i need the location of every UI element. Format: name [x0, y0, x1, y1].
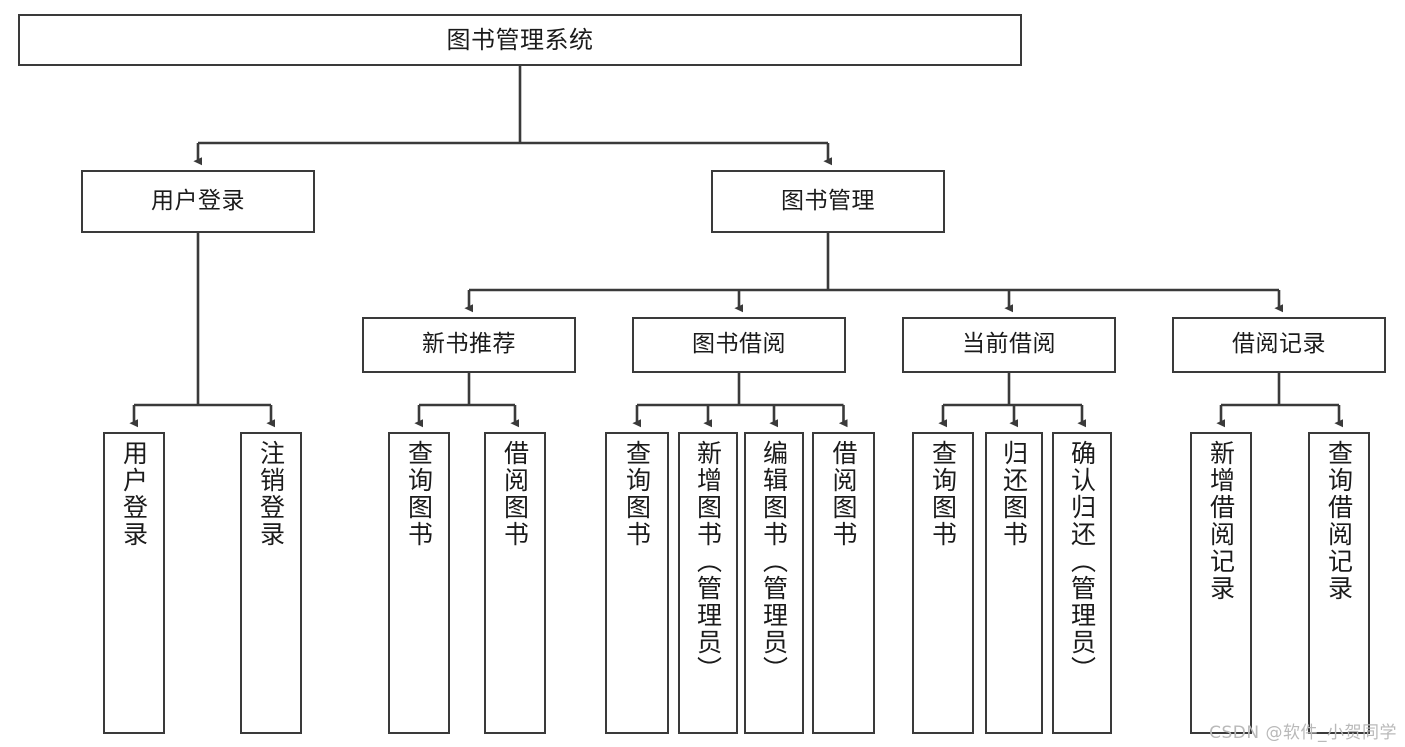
node-label: 图书管理	[781, 187, 875, 214]
node-label: 图书借阅	[692, 331, 786, 358]
node-user-login[interactable]: 用户登录	[81, 170, 315, 233]
node-leaf-confirm-return[interactable]: 确认归还（管理员）	[1052, 432, 1112, 734]
node-leaf-edit-book[interactable]: 编辑图书（管理员）	[744, 432, 804, 734]
node-label: 确认归还（管理员）	[1067, 440, 1097, 683]
node-leaf-query-record[interactable]: 查询借阅记录	[1308, 432, 1370, 734]
node-leaf-user-login[interactable]: 用户登录	[103, 432, 165, 734]
node-label: 用户登录	[119, 440, 149, 548]
node-label: 注销登录	[256, 440, 286, 548]
node-leaf-add-book[interactable]: 新增图书（管理员）	[678, 432, 738, 734]
node-current-borrow[interactable]: 当前借阅	[902, 317, 1116, 373]
node-label: 当前借阅	[962, 331, 1056, 358]
node-label: 新增图书（管理员）	[693, 440, 723, 683]
node-label: 图书管理系统	[446, 25, 594, 54]
node-label: 查询图书	[404, 440, 434, 548]
node-leaf-return-book[interactable]: 归还图书	[985, 432, 1043, 734]
node-label: 新书推荐	[422, 331, 516, 358]
node-label: 查询图书	[622, 440, 652, 548]
node-label: 查询图书	[928, 440, 958, 548]
node-leaf-user-logout[interactable]: 注销登录	[240, 432, 302, 734]
node-leaf-query-book-3[interactable]: 查询图书	[912, 432, 974, 734]
node-root[interactable]: 图书管理系统	[18, 14, 1022, 66]
node-label: 借阅图书	[500, 440, 530, 548]
node-label: 归还图书	[999, 440, 1029, 548]
node-book-manage[interactable]: 图书管理	[711, 170, 945, 233]
node-leaf-borrow-book-2[interactable]: 借阅图书	[812, 432, 875, 734]
node-new-book-recommend[interactable]: 新书推荐	[362, 317, 576, 373]
node-label: 借阅记录	[1232, 331, 1326, 358]
node-label: 用户登录	[151, 187, 245, 214]
node-label: 借阅图书	[829, 440, 858, 548]
node-leaf-query-book-1[interactable]: 查询图书	[388, 432, 450, 734]
node-book-borrow[interactable]: 图书借阅	[632, 317, 846, 373]
node-leaf-borrow-book-1[interactable]: 借阅图书	[484, 432, 546, 734]
node-label: 新增借阅记录	[1206, 440, 1236, 602]
node-leaf-query-book-2[interactable]: 查询图书	[605, 432, 669, 734]
watermark-text: CSDN @软件_小贺同学	[1209, 723, 1397, 743]
node-borrow-records[interactable]: 借阅记录	[1172, 317, 1386, 373]
node-leaf-add-record[interactable]: 新增借阅记录	[1190, 432, 1252, 734]
node-label: 编辑图书（管理员）	[759, 440, 789, 683]
node-label: 查询借阅记录	[1324, 440, 1354, 602]
